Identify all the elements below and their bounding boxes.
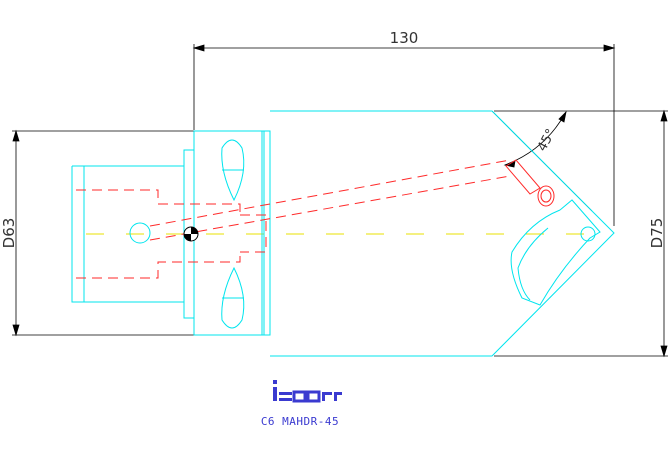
center-mark (183, 226, 199, 242)
nozzle-outlet-inner (540, 189, 552, 203)
angle-arc (504, 111, 567, 166)
internal-bore-bottom (76, 252, 241, 279)
insert-pocket-inner (517, 227, 549, 301)
dimension-lines (12, 44, 668, 358)
coolant-port (129, 222, 151, 244)
length-arrow-left (192, 44, 205, 52)
head-body (270, 110, 615, 357)
d63-arrow-bottom (12, 324, 20, 337)
hidden-lines (76, 159, 511, 279)
coolant-channel-upper (149, 159, 511, 227)
flange-slot-bottom (221, 266, 245, 329)
shank-diameter-label: D63 (0, 218, 18, 249)
tool-outline (71, 110, 615, 357)
internal-bore-top (76, 189, 241, 215)
angle-arrow-top (558, 110, 567, 123)
flange-step (263, 130, 271, 336)
iscar-logo (273, 380, 342, 403)
flange-slot-top (221, 139, 245, 202)
d75-arrow-bottom (660, 345, 668, 358)
overall-length-label: 130 (390, 29, 419, 47)
nozzle-tube (505, 159, 541, 195)
insert-screw (580, 226, 596, 242)
flange (193, 130, 265, 336)
length-arrow-right (603, 44, 616, 52)
d75-arrow-top (660, 109, 668, 122)
coolant-nozzle (505, 159, 555, 207)
shank-body (71, 131, 195, 335)
coolant-channel-lower (149, 175, 511, 241)
approach-angle-label: 45° (535, 127, 559, 154)
nozzle-outlet (537, 185, 555, 207)
model-label: C6 MAHDR-45 (261, 415, 339, 428)
insert-pocket (510, 199, 601, 306)
d63-arrow-top (12, 129, 20, 142)
head-diameter-label: D75 (648, 218, 666, 249)
